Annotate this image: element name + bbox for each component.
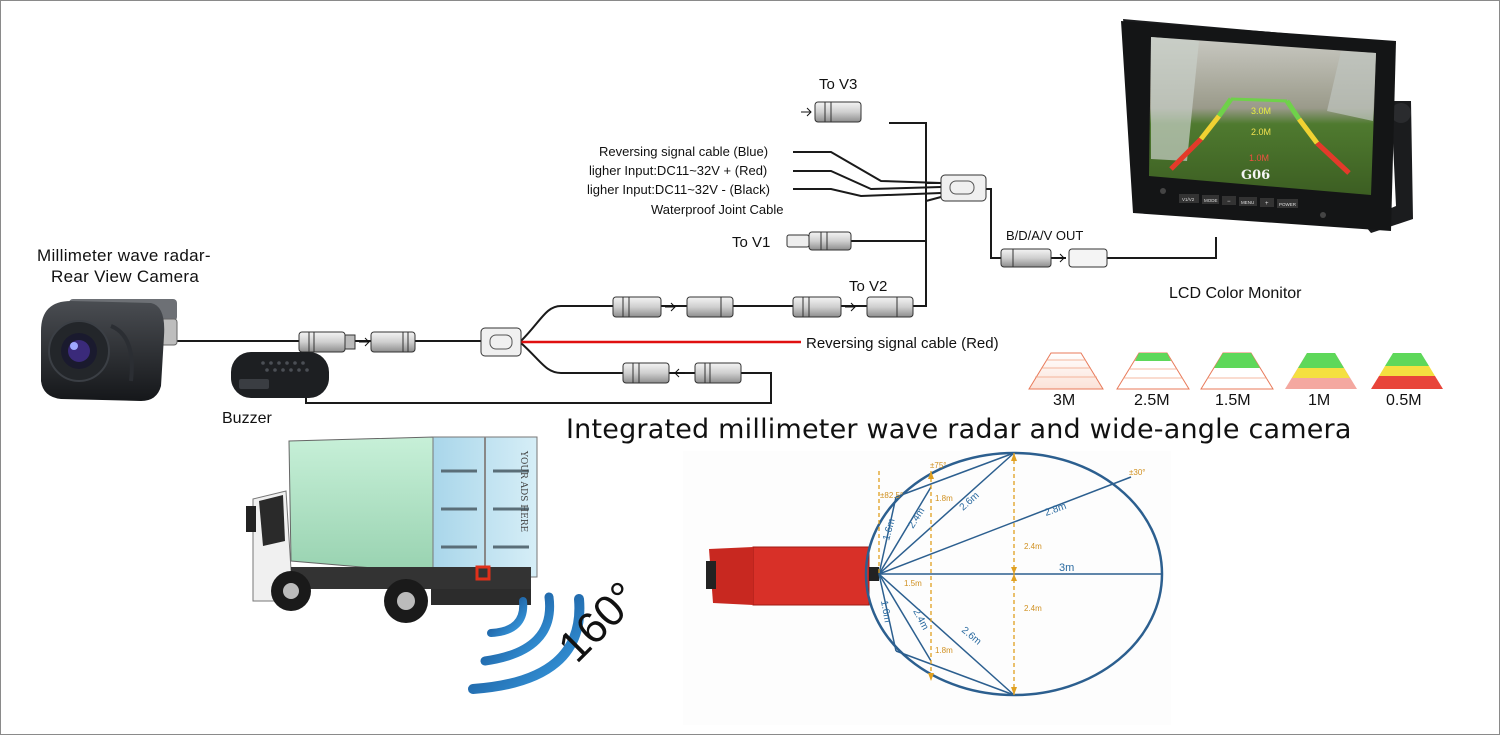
indicator-label-0-5m: 0.5M (1386, 392, 1422, 409)
monitor-btn-menu[interactable]: MENU (1241, 200, 1254, 205)
connector-h (694, 362, 742, 384)
camera-title-line2: Rear View Camera (51, 267, 200, 286)
bdav-out-label: B/D/A/V OUT (1006, 228, 1084, 243)
monitor-buttons: V1/V2 MODE − MENU + POWER (1160, 188, 1326, 218)
connector-e (792, 296, 856, 318)
indicator-label-3m: 3M (1053, 392, 1076, 409)
indicator-1m (1285, 353, 1357, 389)
indicator-label-1m: 1M (1308, 392, 1331, 409)
monitor-mark-3: 3.0M (1251, 106, 1271, 116)
indicator-label-1-5m: 1.5M (1215, 392, 1251, 409)
dist-13: 1.8m (935, 646, 953, 655)
indicator-label-2-5m: 2.5M (1134, 392, 1170, 409)
indicator-2-5m (1116, 352, 1190, 390)
monitor-btn-plus[interactable]: + (1265, 201, 1269, 207)
monitor-mark-2: 2.0M (1251, 127, 1271, 137)
angle-30: ±30° (1129, 468, 1146, 477)
radar-trailer-image (706, 546, 879, 606)
connector-b (370, 331, 416, 353)
to-v2-label: To V2 (849, 278, 888, 295)
monitor-mark-1: 1.0M (1249, 153, 1269, 163)
monitor-btn-minus[interactable]: − (1227, 199, 1231, 205)
connector-bdav (1000, 248, 1108, 268)
truck-radar-camera (475, 565, 491, 581)
indicator-0-5m (1371, 353, 1443, 389)
buzzer-label: Buzzer (222, 410, 272, 427)
power-red-label: ligher Input:DC11~32V + (Red) (589, 163, 768, 178)
dist-3: 1.8m (935, 494, 953, 503)
camera-title-line1: Millimeter wave radar- (37, 246, 211, 265)
dist-10: 1.6m (878, 600, 893, 624)
connector-d (686, 296, 734, 318)
angle-75: ±75° (930, 461, 947, 470)
connector-c (612, 296, 676, 318)
indicator-3m (1028, 352, 1104, 390)
monitor-label: LCD Color Monitor (1169, 285, 1302, 302)
connector-f (866, 296, 914, 318)
distance-indicators (1028, 352, 1443, 390)
to-v3-label: To V3 (819, 76, 858, 93)
splitter-box (480, 327, 522, 357)
monitor-btn-mode[interactable]: MODE (1204, 198, 1218, 203)
truck-door-text: YOUR ADS HERE (518, 450, 528, 532)
coverage-arcs (468, 592, 585, 694)
junction-box (940, 174, 987, 202)
dist-9: 2.4m (1024, 604, 1042, 613)
lcd-monitor-image: 3.0M 2.0M 1.0M G06 V1/V2 MODE − MENU + P… (1121, 19, 1413, 233)
box-truck-image: YOUR ADS HERE (246, 436, 538, 623)
monitor-brand: G06 (1241, 168, 1270, 183)
cables (169, 122, 1217, 404)
connector-v3 (801, 101, 862, 123)
headline: Integrated millimeter wave radar and wid… (566, 414, 1352, 445)
connector-v1-rca (786, 231, 852, 251)
radar-coverage-diagram: ±75° ±82.5° ±30° 1.6m 2.4m 1.8m 2.6m 2.8… (683, 451, 1171, 725)
connector-g (622, 362, 685, 384)
reversing-blue-label: Reversing signal cable (Blue) (599, 144, 769, 159)
waterproof-label: Waterproof Joint Cable (651, 202, 784, 217)
monitor-btn-power[interactable]: POWER (1279, 202, 1297, 207)
monitor-btn-v1v2[interactable]: V1/V2 (1182, 197, 1195, 202)
connector-a (298, 331, 370, 353)
dist-6: 2.4m (1024, 542, 1042, 551)
power-black-label: ligher Input:DC11~32V - (Black) (587, 182, 770, 197)
to-v1-label: To V1 (732, 234, 771, 251)
buzzer-image (231, 352, 329, 398)
indicator-1-5m (1200, 352, 1274, 390)
radar-camera-image (41, 299, 178, 401)
connectors (298, 101, 1108, 384)
reversing-red-label: Reversing signal cable (Red) (806, 335, 999, 352)
angle-82-5: ±82.5° (880, 491, 903, 500)
dist-8: 1.5m (904, 579, 922, 588)
dist-7: 3m (1059, 562, 1074, 574)
